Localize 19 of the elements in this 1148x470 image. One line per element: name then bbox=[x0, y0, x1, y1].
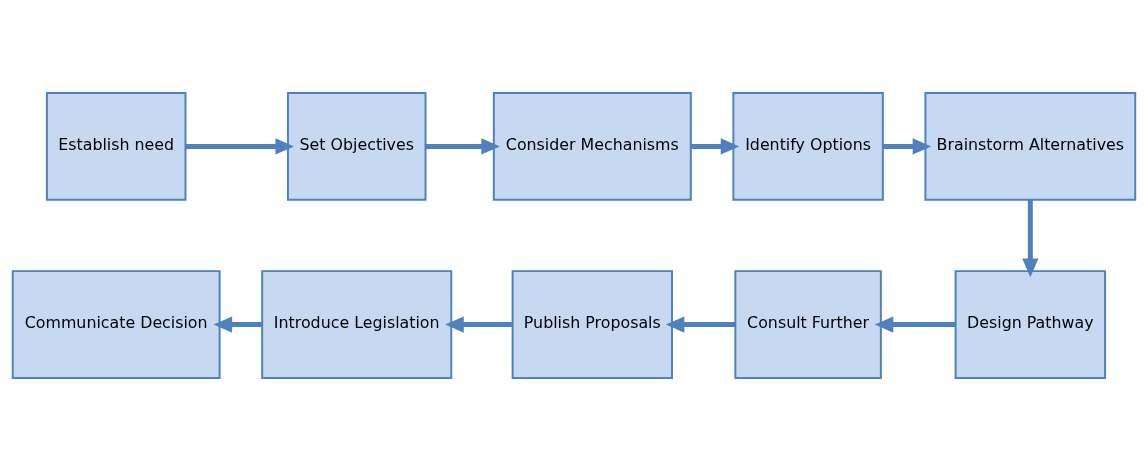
arrow bbox=[690, 137, 740, 155]
arrow bbox=[883, 137, 932, 155]
node-box: Introduce Legislation bbox=[261, 269, 453, 379]
arrow bbox=[213, 315, 262, 333]
node-box: Publish Proposals bbox=[511, 269, 673, 379]
arrow bbox=[665, 315, 736, 333]
node-box: Brainstorm Alternatives bbox=[924, 91, 1137, 201]
node-box: Communicate Decision bbox=[11, 269, 221, 379]
arrow bbox=[874, 315, 956, 333]
node-box: Consult Further bbox=[734, 269, 882, 379]
node-box: Establish need bbox=[45, 91, 187, 201]
arrow bbox=[445, 315, 513, 333]
node-box: Identify Options bbox=[732, 91, 884, 201]
node-box: Design Pathway bbox=[954, 269, 1107, 379]
arrow bbox=[1022, 199, 1039, 277]
node-box: Consider Mechanisms bbox=[492, 91, 692, 201]
arrow bbox=[185, 137, 294, 155]
node-box: Set Objectives bbox=[286, 91, 427, 201]
arrow bbox=[425, 137, 500, 155]
